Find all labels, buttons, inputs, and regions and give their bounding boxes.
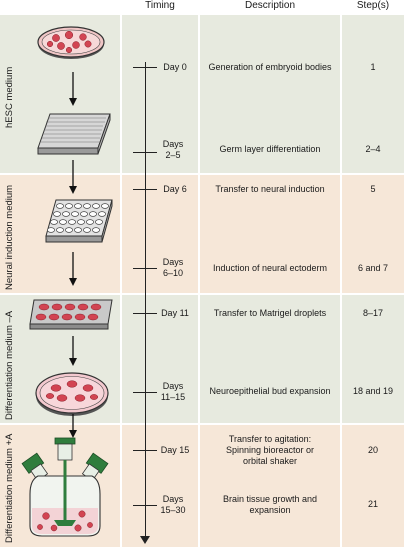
petri-dish-icon bbox=[35, 372, 109, 416]
time-days-11-15: Days 11–15 bbox=[160, 381, 186, 402]
timeline-arrowhead bbox=[140, 536, 150, 544]
spinner-flask-icon bbox=[21, 437, 109, 537]
time-day-11: Day 11 bbox=[157, 308, 193, 319]
timeline-axis bbox=[145, 62, 146, 540]
24-well-plate-icon bbox=[45, 199, 113, 243]
description-neural-transfer: Transfer to neural induction bbox=[215, 184, 325, 194]
step-20: 20 bbox=[367, 445, 378, 455]
arrow-1-icon bbox=[69, 72, 77, 106]
time-days-15-30: Days 15–30 bbox=[160, 494, 186, 515]
description-matrigel: Transfer to Matrigel droplets bbox=[213, 308, 327, 318]
step-21: 21 bbox=[367, 499, 378, 509]
stage-label-hesc: hESC medium bbox=[4, 66, 15, 128]
step-1: 1 bbox=[370, 62, 376, 72]
time-day-0: Day 0 bbox=[157, 62, 193, 73]
header-description: Description bbox=[244, 0, 296, 11]
step-2-4: 2–4 bbox=[365, 144, 381, 154]
arrow-5-icon bbox=[69, 414, 77, 438]
stage-label-diff-minus: Differentiation medium –A bbox=[4, 310, 15, 420]
time-days-2-5: Days 2–5 bbox=[162, 139, 184, 160]
description-bud-expansion: Neuroepithelial bud expansion bbox=[209, 386, 331, 396]
step-18-19: 18 and 19 bbox=[352, 386, 394, 396]
arrow-2-icon bbox=[69, 160, 77, 194]
description-brain-growth: Brain tissue growth and expansion bbox=[222, 494, 318, 515]
step-8-17: 8–17 bbox=[362, 308, 384, 318]
96-well-plate-icon bbox=[37, 113, 111, 155]
description-embryoid-bodies: Generation of embryoid bodies bbox=[208, 62, 332, 72]
description-neural-ectoderm: Induction of neural ectoderm bbox=[212, 263, 328, 273]
time-day-6: Day 6 bbox=[157, 184, 193, 195]
step-5: 5 bbox=[370, 184, 376, 194]
stage-label-diff-plus: Differentiation medium +A bbox=[4, 433, 15, 543]
description-germ-layer: Germ layer differentiation bbox=[219, 144, 321, 154]
petri-dish-icon bbox=[37, 26, 105, 59]
header-timing: Timing bbox=[145, 0, 175, 11]
arrow-4-icon bbox=[69, 336, 77, 366]
time-days-6-10: Days 6–10 bbox=[162, 257, 184, 278]
step-6-7: 6 and 7 bbox=[357, 263, 389, 273]
description-agitation: Transfer to agitation: Spinning bioreact… bbox=[225, 434, 315, 466]
stage-label-neural: Neural induction medium bbox=[4, 184, 15, 290]
arrow-3-icon bbox=[69, 252, 77, 286]
header-steps: Step(s) bbox=[356, 0, 390, 11]
droplet-tray-icon bbox=[29, 299, 113, 330]
time-day-15: Day 15 bbox=[157, 445, 193, 456]
